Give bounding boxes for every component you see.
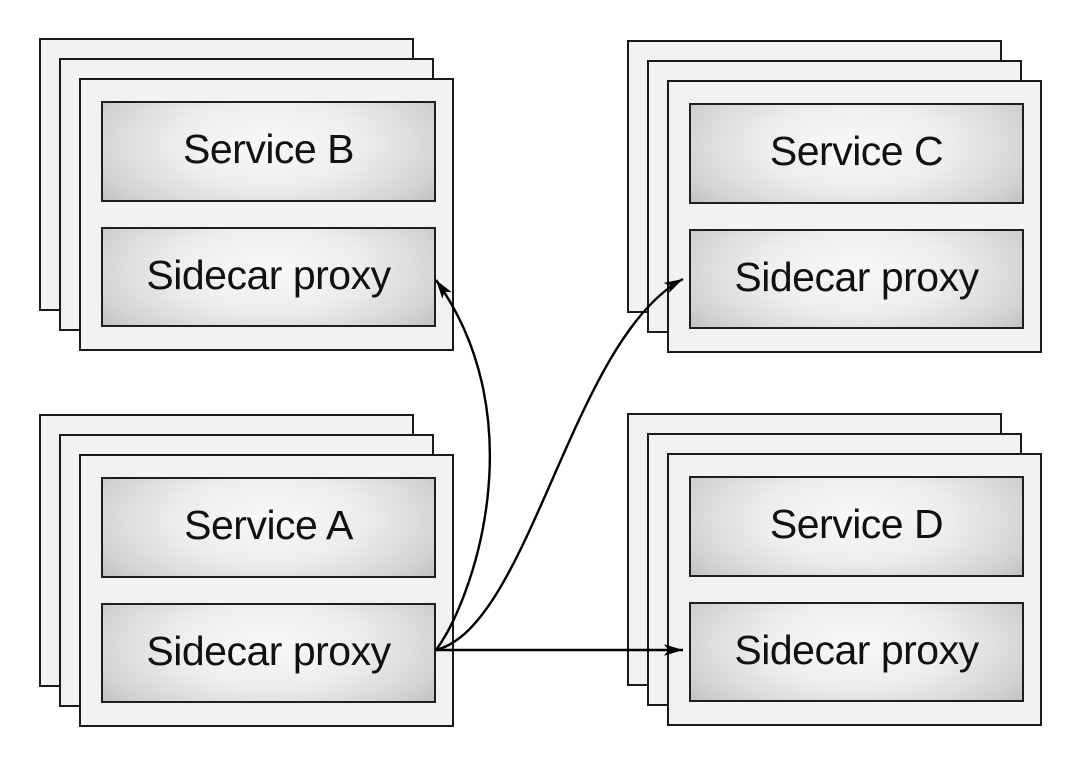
service-c-label: Service C bbox=[769, 128, 944, 174]
service-a-sidecar-proxy-box: Sidecar proxy bbox=[101, 603, 436, 703]
service-a-box: Service A bbox=[101, 477, 436, 578]
instance-card-front: Service C Sidecar proxy bbox=[667, 80, 1042, 353]
service-b-box: Service B bbox=[101, 101, 436, 202]
service-d-box: Service D bbox=[689, 476, 1024, 577]
service-a-label: Service A bbox=[184, 502, 353, 548]
instance-card-front: Service D Sidecar proxy bbox=[667, 453, 1042, 726]
service-c-sidecar-proxy-box: Sidecar proxy bbox=[689, 229, 1024, 329]
service-d-label: Service D bbox=[769, 501, 944, 547]
instance-card-front: Service A Sidecar proxy bbox=[79, 454, 454, 727]
instance-card-front: Service B Sidecar proxy bbox=[79, 78, 454, 351]
service-d-proxy-label: Sidecar proxy bbox=[734, 626, 979, 673]
service-b-label: Service B bbox=[183, 126, 354, 172]
service-b-instance-stack: Service B Sidecar proxy bbox=[39, 38, 454, 353]
service-a-instance-stack: Service A Sidecar proxy bbox=[39, 414, 454, 729]
service-c-proxy-label: Sidecar proxy bbox=[734, 253, 979, 300]
service-d-sidecar-proxy-box: Sidecar proxy bbox=[689, 602, 1024, 702]
service-a-proxy-label: Sidecar proxy bbox=[146, 627, 391, 674]
service-b-proxy-label: Sidecar proxy bbox=[146, 251, 391, 298]
service-b-sidecar-proxy-box: Sidecar proxy bbox=[101, 227, 436, 327]
service-c-instance-stack: Service C Sidecar proxy bbox=[627, 40, 1042, 355]
service-c-box: Service C bbox=[689, 103, 1024, 204]
service-d-instance-stack: Service D Sidecar proxy bbox=[627, 413, 1042, 728]
